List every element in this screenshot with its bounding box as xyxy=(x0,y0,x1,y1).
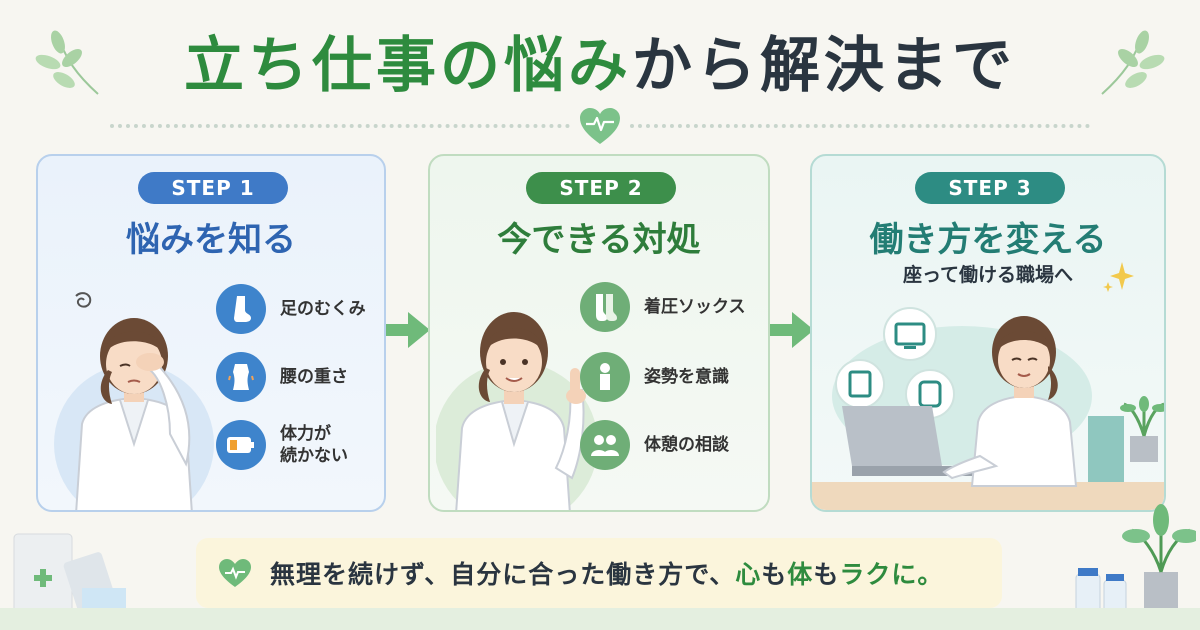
list-item: 姿勢を意識 xyxy=(580,352,729,402)
plant-and-bottles-illustration xyxy=(1075,504,1196,613)
title-highlight: 立ち仕事の悩み xyxy=(184,31,632,101)
item-label-line: 続かない xyxy=(280,446,348,466)
list-item: 腰の重さ xyxy=(216,352,348,402)
message-highlight: 心 xyxy=(735,560,762,589)
item-label: 姿勢を意識 xyxy=(644,367,729,387)
dotted-divider xyxy=(630,124,1090,128)
step-2-panel: STEP 2 今できる対処 着圧ソックス 姿勢を意識 体憩の相談 xyxy=(428,154,770,512)
back-icon xyxy=(216,352,266,402)
closing-message-box: 無理を続けず、自分に合った働き方で、心も体もラクに。 xyxy=(196,538,1002,608)
step-badge: STEP 3 xyxy=(915,172,1065,204)
step-badge: STEP 1 xyxy=(138,172,288,204)
closing-message: 無理を続けず、自分に合った働き方で、心も体もラクに。 xyxy=(270,555,943,591)
item-label-line: 体力が xyxy=(280,424,331,444)
heartbeat-heart-icon xyxy=(580,108,620,144)
message-text: 無理を続けず、自分に合った働き方で、 xyxy=(270,560,736,589)
posture-icon xyxy=(580,352,630,402)
message-highlight: ラクに。 xyxy=(839,560,944,589)
message-text: も xyxy=(761,560,788,589)
medicine-supplies-illustration xyxy=(13,533,126,615)
step-badge: STEP 2 xyxy=(526,172,676,204)
item-label: 体力が 続かない xyxy=(280,423,348,467)
list-item: 体力が 続かない xyxy=(216,420,348,470)
step-title: 働き方を変える xyxy=(869,220,1107,260)
socks-icon xyxy=(580,282,630,332)
message-highlight: 体 xyxy=(787,560,814,589)
item-label: 足のむくみ xyxy=(280,299,366,319)
arrow-right-icon xyxy=(386,312,430,348)
message-text: も xyxy=(813,560,840,589)
people-icon xyxy=(580,420,630,470)
step-title: 今できる対処 xyxy=(497,220,701,260)
list-item: 足のむくみ xyxy=(216,284,366,334)
low-battery-icon xyxy=(216,420,266,470)
heart-icon xyxy=(219,559,251,587)
page-title: 立ち仕事の悩みから解決まで xyxy=(0,26,1200,106)
item-label: 腰の重さ xyxy=(280,367,348,387)
ground-strip xyxy=(0,608,1200,630)
step-title: 悩みを知る xyxy=(126,220,296,260)
leaf-sprig-icon xyxy=(1101,30,1165,95)
tired-pharmacist-illustration xyxy=(54,292,214,510)
list-item: 着圧ソックス xyxy=(580,282,746,332)
dotted-divider xyxy=(110,124,570,128)
step-1-panel: STEP 1 悩みを知る 足のむくみ 腰の重さ xyxy=(36,154,386,512)
step-subtitle: 座って働ける職場へ xyxy=(902,264,1074,286)
sparkle-icon xyxy=(1103,262,1134,292)
monitor-icon xyxy=(894,322,926,346)
item-label: 着圧ソックス xyxy=(644,297,746,317)
step-3-panel: STEP 3 働き方を変える 座って働ける職場へ xyxy=(810,154,1166,512)
title-rest: から解決まで xyxy=(632,31,1016,101)
advising-pharmacist-illustration xyxy=(436,312,598,510)
seated-workplace-illustration xyxy=(812,307,1164,510)
list-item: 体憩の相談 xyxy=(580,420,729,470)
leaf-sprig-icon xyxy=(35,30,99,95)
item-label: 体憩の相談 xyxy=(644,435,729,455)
leg-icon xyxy=(216,284,266,334)
clipboard-icon xyxy=(848,370,872,398)
arrow-right-icon xyxy=(770,312,814,348)
